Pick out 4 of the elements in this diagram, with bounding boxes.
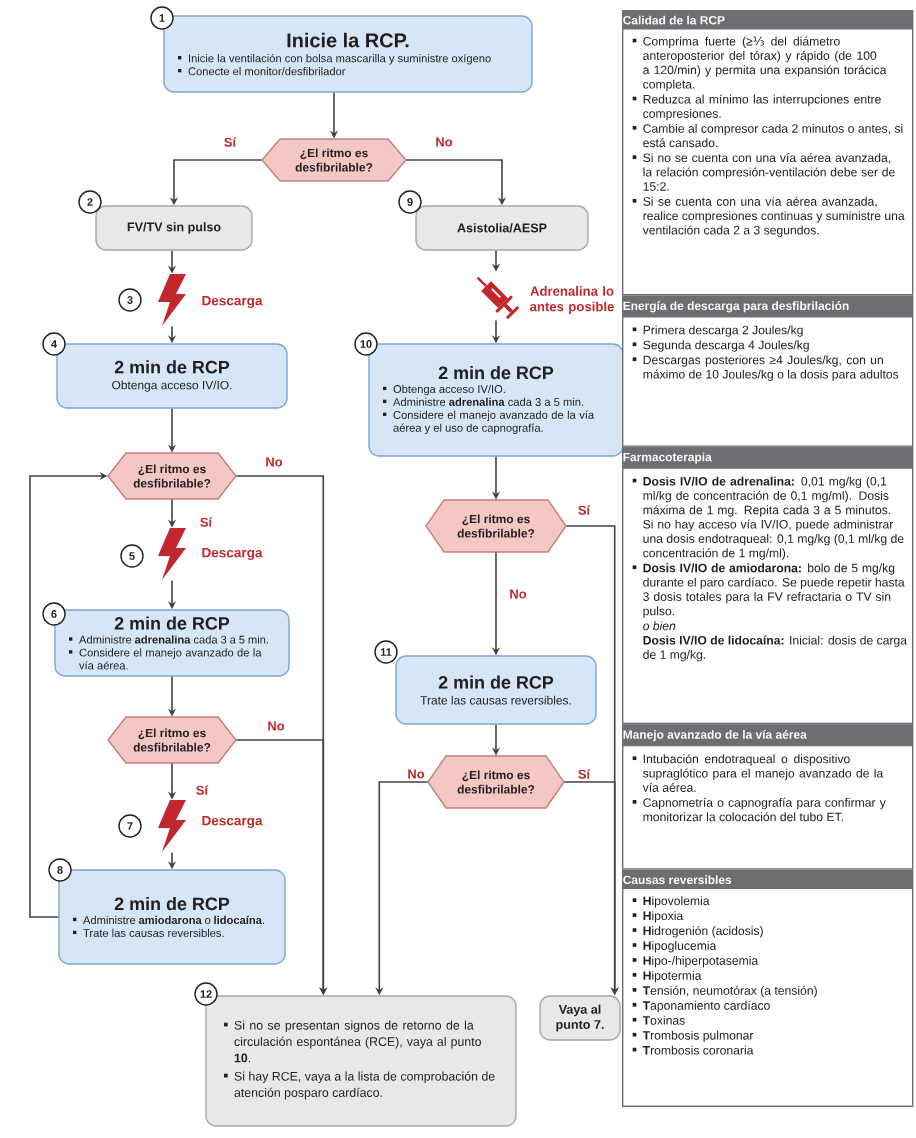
lightning-icon bbox=[158, 800, 186, 852]
syringe-icon bbox=[476, 276, 520, 320]
lightning-icon bbox=[158, 274, 186, 326]
lightning-icon bbox=[158, 528, 186, 580]
